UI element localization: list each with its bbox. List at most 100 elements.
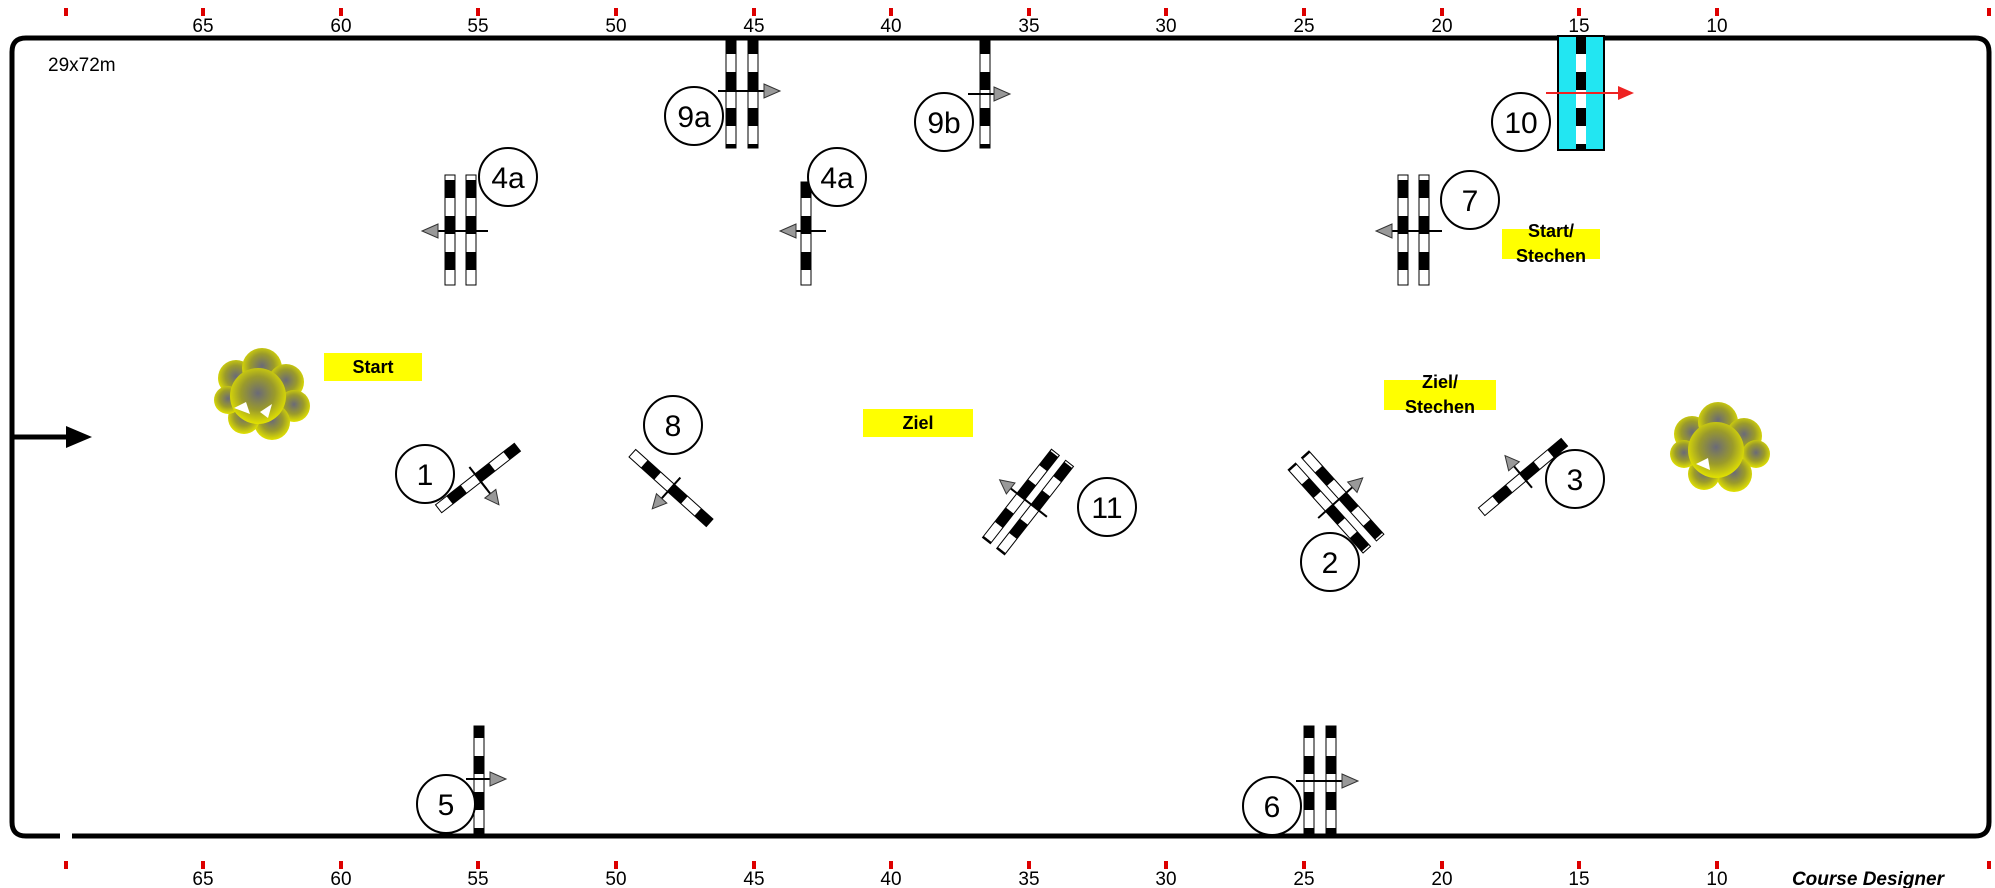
scale-tick <box>1987 861 1991 869</box>
scale-label: 35 <box>1018 869 1039 888</box>
scale-label: 10 <box>1706 869 1727 888</box>
scale-tick <box>1440 8 1444 16</box>
scale-tick <box>476 8 480 16</box>
fence-number-4a-right-text: 4a <box>820 162 854 195</box>
scale-tick <box>1164 8 1168 16</box>
scale-label: 40 <box>880 869 901 888</box>
arena-dimensions: 29x72m <box>48 55 116 76</box>
scale-label: 35 <box>1018 16 1039 37</box>
water-jump-icon <box>1546 35 1634 151</box>
fence-number-5: 5 <box>416 774 476 834</box>
fence-4a-left-icon <box>420 174 488 286</box>
fence-number-1-text: 1 <box>417 459 434 492</box>
sign-ziel-stechen-line1: Ziel/ <box>1422 372 1458 392</box>
entry-arrow-icon <box>12 426 92 448</box>
fence-number-1: 1 <box>395 444 455 504</box>
scale-tick <box>614 861 618 869</box>
scale-tick <box>476 861 480 869</box>
scale-tick <box>64 8 68 16</box>
scale-label: 65 <box>192 869 213 888</box>
fence-number-5-text: 5 <box>438 789 455 822</box>
fence-number-8-text: 8 <box>665 410 682 443</box>
scale-tick <box>1302 861 1306 869</box>
fence-number-4a-right: 4a <box>807 147 867 207</box>
fence-number-11-text: 11 <box>1091 492 1122 525</box>
scale-label: 55 <box>467 16 488 37</box>
fence-6-icon <box>1296 725 1360 837</box>
scale-label: 50 <box>605 869 626 888</box>
fence-9a-icon <box>718 37 782 149</box>
scale-tick <box>889 8 893 16</box>
scale-label: 20 <box>1431 16 1452 37</box>
sign-start-stechen-line2: Stechen <box>1516 246 1586 266</box>
sign-start-stechen: Start/ Stechen <box>1502 221 1600 266</box>
fence-number-3: 3 <box>1545 449 1605 509</box>
scale-label: 30 <box>1155 869 1176 888</box>
scale-tick <box>64 861 68 869</box>
sign-start-text: Start <box>352 357 393 377</box>
sign-start-stechen-line1: Start/ <box>1528 221 1574 241</box>
scale-label: 15 <box>1568 869 1589 888</box>
scale-tick <box>614 8 618 16</box>
fence-5-icon <box>466 725 508 837</box>
scale-tick <box>889 861 893 869</box>
scale-tick <box>1987 8 1991 16</box>
scale-tick <box>1302 8 1306 16</box>
scale-label: 60 <box>330 869 351 888</box>
scale-tick <box>1577 861 1581 869</box>
scale-label: 25 <box>1293 869 1314 888</box>
scale-label: 45 <box>743 16 764 37</box>
sign-ziel-stechen-line2: Stechen <box>1405 397 1475 417</box>
fence-number-6-text: 6 <box>1264 791 1281 824</box>
fence-9b-icon <box>968 37 1012 149</box>
scale-tick <box>201 8 205 16</box>
scale-label: 45 <box>743 869 764 888</box>
fence-2-icon <box>1287 450 1385 554</box>
scale-tick <box>752 8 756 16</box>
scale-tick <box>339 861 343 869</box>
top-scale: 65 60 55 50 45 40 35 30 25 20 15 10 <box>64 8 1991 37</box>
fence-number-10: 10 <box>1491 92 1551 152</box>
scale-label: 15 <box>1568 16 1589 37</box>
scale-label: 40 <box>880 16 901 37</box>
fence-11-icon <box>981 448 1075 556</box>
scale-tick <box>1027 8 1031 16</box>
fence-number-6: 6 <box>1242 776 1302 836</box>
scale-tick <box>1027 861 1031 869</box>
scale-tick <box>339 8 343 16</box>
fence-number-2-text: 2 <box>1322 547 1339 580</box>
arena-border <box>9 35 1992 839</box>
fence-number-9b-text: 9b <box>927 107 960 140</box>
tree-icon <box>1670 402 1770 492</box>
fence-number-2: 2 <box>1300 532 1360 592</box>
scale-label: 20 <box>1431 869 1452 888</box>
fence-8-icon <box>628 448 714 528</box>
scale-tick <box>1164 861 1168 869</box>
scale-label: 30 <box>1155 16 1176 37</box>
fence-number-9a-text: 9a <box>677 101 711 134</box>
scale-label: 60 <box>330 16 351 37</box>
bottom-scale: 65 60 55 50 45 40 35 30 25 20 15 10 Cour… <box>64 861 1991 888</box>
scale-label: 10 <box>1706 16 1727 37</box>
scale-label: 25 <box>1293 16 1314 37</box>
fence-number-10-text: 10 <box>1504 107 1537 140</box>
scale-tick <box>1715 8 1719 16</box>
brand-label: Course Designer <box>1792 869 1946 888</box>
scale-tick <box>752 861 756 869</box>
scale-label: 65 <box>192 16 213 37</box>
tree-icon <box>214 348 310 440</box>
fence-number-4a-left: 4a <box>478 147 538 207</box>
fence-number-7-text: 7 <box>1462 185 1479 218</box>
fence-number-9b: 9b <box>914 92 974 152</box>
scale-label: 55 <box>467 869 488 888</box>
sign-ziel: Ziel <box>863 409 973 437</box>
fence-number-4a-left-text: 4a <box>491 162 525 195</box>
fence-3-icon <box>1477 437 1569 517</box>
fence-number-8: 8 <box>643 395 703 455</box>
fence-number-9a: 9a <box>664 86 724 146</box>
fence-7-icon <box>1374 174 1442 286</box>
sign-start: Start <box>324 353 422 381</box>
fence-number-11: 11 <box>1077 477 1137 537</box>
fence-number-3-text: 3 <box>1567 464 1584 497</box>
